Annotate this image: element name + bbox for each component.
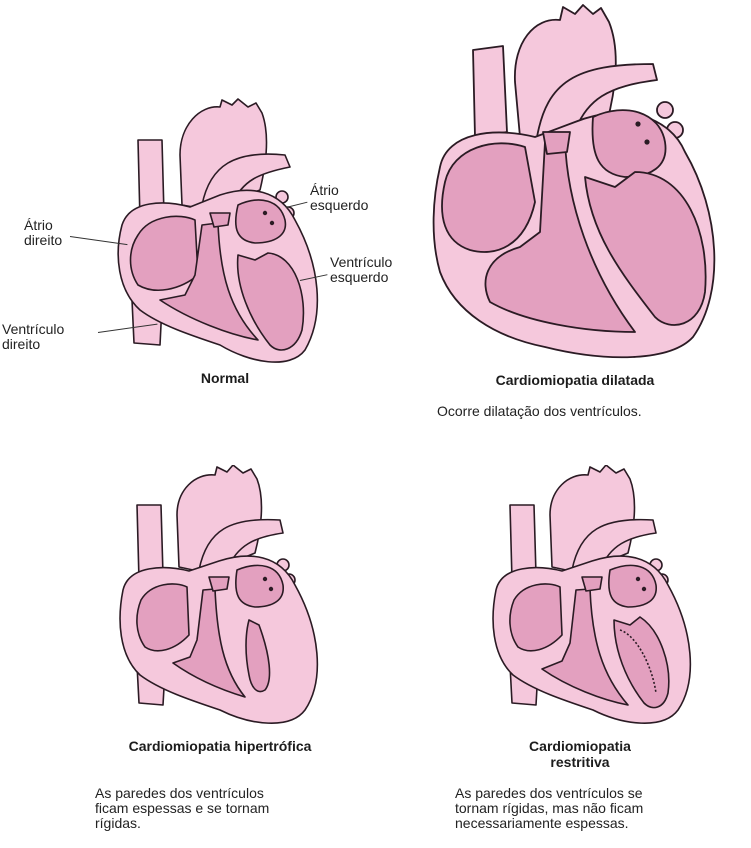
description-restrictive: As paredes dos ventrículos se tornam ríg… bbox=[455, 785, 644, 831]
label-right-ventricle: Ventrículo direito bbox=[2, 321, 65, 352]
title-hypertrophic: Cardiomiopatia hipertrófica bbox=[128, 738, 312, 754]
title-dilated: Cardiomiopatia dilatada bbox=[495, 372, 655, 388]
normal-heart-illustration bbox=[117, 98, 319, 363]
label-left-ventricle: Ventrículo esquerdo bbox=[330, 254, 393, 285]
title-restrictive: Cardiomiopatia restritiva bbox=[529, 738, 631, 770]
title-normal: Normal bbox=[200, 370, 250, 386]
label-left-atrium: Átrio esquerdo bbox=[310, 182, 369, 213]
hypertrophic-heart-illustration bbox=[119, 465, 319, 724]
description-hypertrophic: As paredes dos ventrículos ficam espessa… bbox=[95, 785, 270, 831]
dilated-heart-illustration bbox=[432, 4, 716, 359]
label-right-atrium: Átrio direito bbox=[24, 217, 63, 248]
description-dilated: Ocorre dilatação dos ventrículos. bbox=[437, 403, 642, 419]
restrictive-heart-illustration bbox=[492, 465, 692, 724]
